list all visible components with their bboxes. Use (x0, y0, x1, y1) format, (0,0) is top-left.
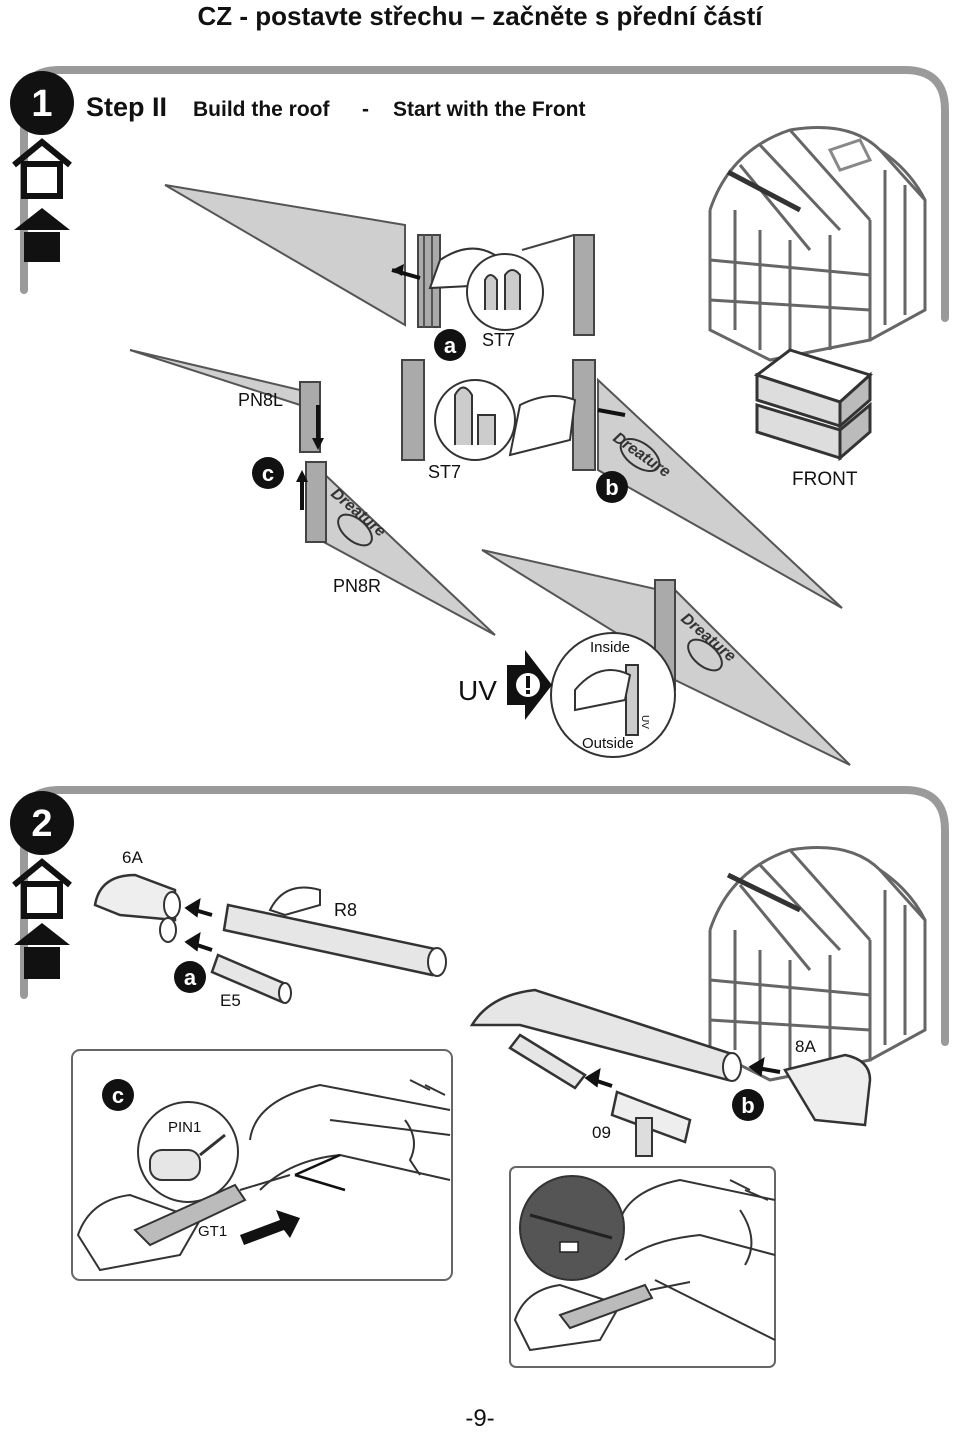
roof-panel-b: Dreature (508, 359, 843, 609)
greenhouse-illustration (708, 126, 927, 362)
callout-b-step1 (596, 471, 628, 503)
tube-r8 (222, 886, 447, 977)
page-title: CZ - postavte střechu – začněte s přední… (197, 1, 763, 31)
label-pn8l: PN8L (238, 390, 283, 410)
label-part-8a: 8A (795, 1037, 816, 1056)
callout-a-step2 (174, 961, 206, 993)
label-front: FRONT (792, 469, 858, 490)
callout-b-step1-label: b (605, 475, 618, 500)
label-part-09: 09 (592, 1123, 611, 1142)
arrow-09-icon (584, 1068, 613, 1088)
house-filled-icon (14, 923, 70, 979)
callout-b-step2-label: b (741, 1093, 754, 1118)
arrow-r8-icon (184, 898, 213, 918)
greenhouse-illustration (708, 846, 927, 1082)
uv-warning-arrow-icon (507, 650, 552, 720)
label-outside: Outside (582, 735, 634, 752)
label-st7-mid: ST7 (428, 462, 461, 482)
label-st7-top: ST7 (482, 330, 515, 350)
callout-c-step1 (252, 457, 284, 489)
pin-detail-zoom (137, 1101, 239, 1203)
tube-e5 (210, 953, 292, 1004)
connector-6a (93, 873, 181, 943)
page-number-text: -9- (465, 1405, 495, 1432)
callout-a-step1 (434, 329, 466, 361)
callout-c-step2 (102, 1079, 134, 1111)
label-uv-small: UV (639, 715, 650, 729)
callout-b-step2 (732, 1089, 764, 1121)
callout-a-step2-label: a (184, 965, 197, 990)
label-uv: UV (458, 675, 497, 706)
label-inside: Inside (590, 639, 630, 656)
slot-detail-zoom (519, 1175, 625, 1281)
step1-subtitle: Start with the Front (393, 98, 586, 121)
detail-zoom-top (466, 253, 544, 331)
hand-with-tool-c (76, 1174, 291, 1272)
connector-8a (783, 1053, 872, 1127)
step2-number-circle (10, 791, 74, 855)
step1-number-circle (10, 71, 74, 135)
st7-strip-middle (401, 359, 516, 461)
label-pin1: PIN1 (168, 1119, 201, 1136)
label-part-6a: 6A (122, 848, 143, 867)
front-box-icon (753, 348, 873, 462)
connector-09 (610, 1090, 692, 1157)
step1-step-label: Step II (86, 92, 167, 122)
arrow-e5-icon (184, 932, 213, 952)
house-outline-icon (12, 138, 72, 199)
page-header: CZ - postavte střechu – začněte s přední… (0, 0, 960, 36)
step1-panel: 1 Step II Build the roof - Start with th… (10, 66, 949, 766)
arrow-pin-insert-icon (294, 1153, 346, 1192)
callout-a-step1-label: a (444, 333, 457, 358)
house-outline-icon (12, 858, 72, 919)
step1-number: 1 (31, 83, 52, 125)
step1-title: Build the roof (193, 98, 330, 121)
step2-number: 2 (31, 803, 52, 845)
callout-c-step1-label: c (262, 461, 274, 486)
house-filled-icon (14, 208, 70, 262)
label-pn8r: PN8R (333, 576, 381, 596)
arrow-8a-icon (748, 1057, 781, 1077)
uv-detail-zoom: UV (550, 632, 676, 758)
roof-panel-right-pn8r: Dreature (296, 461, 496, 636)
callout-c-step2-label: c (112, 1083, 124, 1108)
rafter-assembly (469, 988, 742, 1090)
label-gt1: GT1 (198, 1223, 227, 1240)
step2-panel: 2 6A R8 a E5 (10, 786, 949, 1368)
step1-dash: - (362, 98, 369, 121)
page-number: -9- (0, 1405, 960, 1433)
hand-with-tool-bottom (513, 1281, 691, 1352)
roof-panel-left-pn8l (129, 349, 324, 453)
label-part-r8: R8 (334, 900, 357, 920)
arrow-gt1-icon (240, 1210, 300, 1245)
label-part-e5: E5 (220, 991, 241, 1010)
